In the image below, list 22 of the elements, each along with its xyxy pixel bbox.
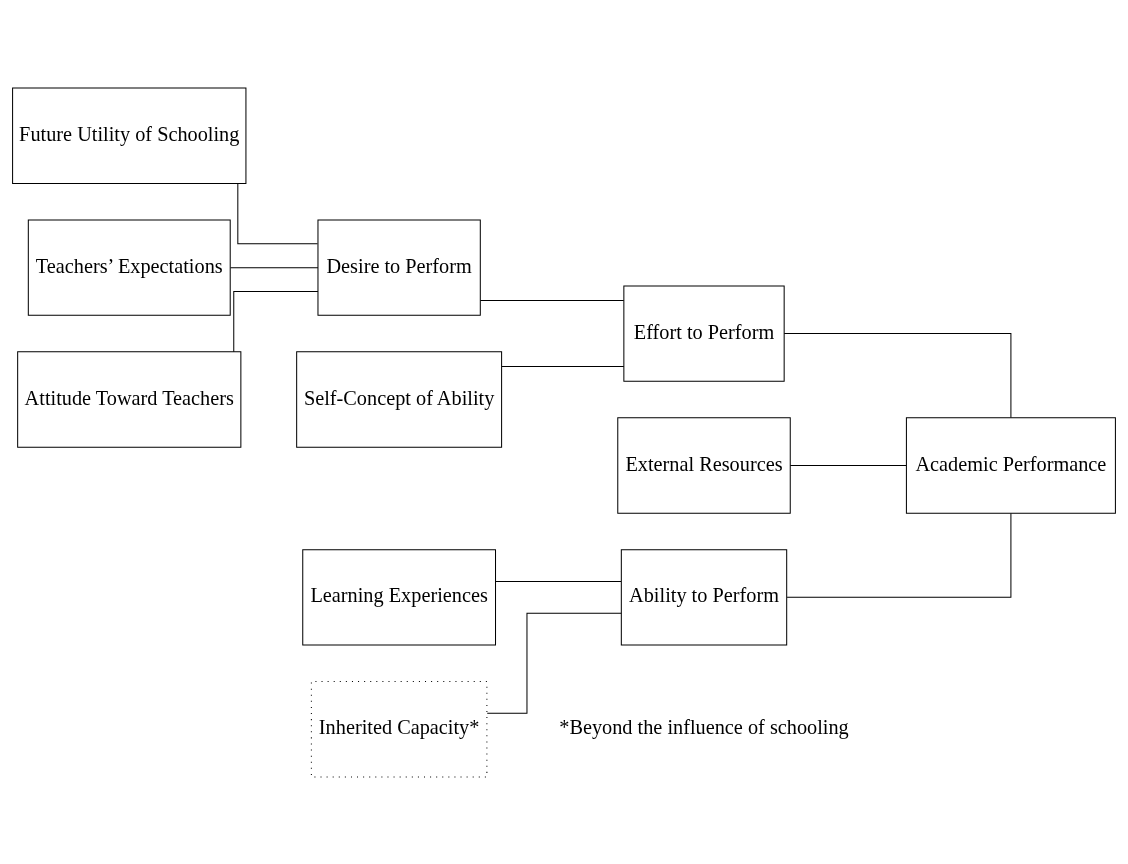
connector [786,512,1012,598]
connector [230,266,319,268]
label: *Beyond the influence of schooling [559,715,849,738]
node-box: Desire to Perform [317,218,481,316]
connector [495,580,622,582]
node-box: Learning Experiences [302,548,497,646]
node-box: Self-Concept of Ability [296,350,503,448]
node-box: Teachers’ Expectations [27,218,231,316]
connector [783,332,1012,418]
node-box: External Resources [617,416,791,514]
node-box: Inherited Capacity* [310,680,488,777]
node-box: Future Utility of Schooling [12,87,247,184]
node-box: Ability to Perform [620,548,788,646]
connector [486,612,622,714]
connector [789,464,907,466]
node-box: Effort to Perform [623,284,785,382]
node-box: Academic Performance [905,416,1116,514]
connector [501,365,625,367]
node-box: Attitude Toward Teachers [17,350,242,448]
connector [479,299,625,301]
connector [237,182,319,244]
connector [233,290,319,352]
